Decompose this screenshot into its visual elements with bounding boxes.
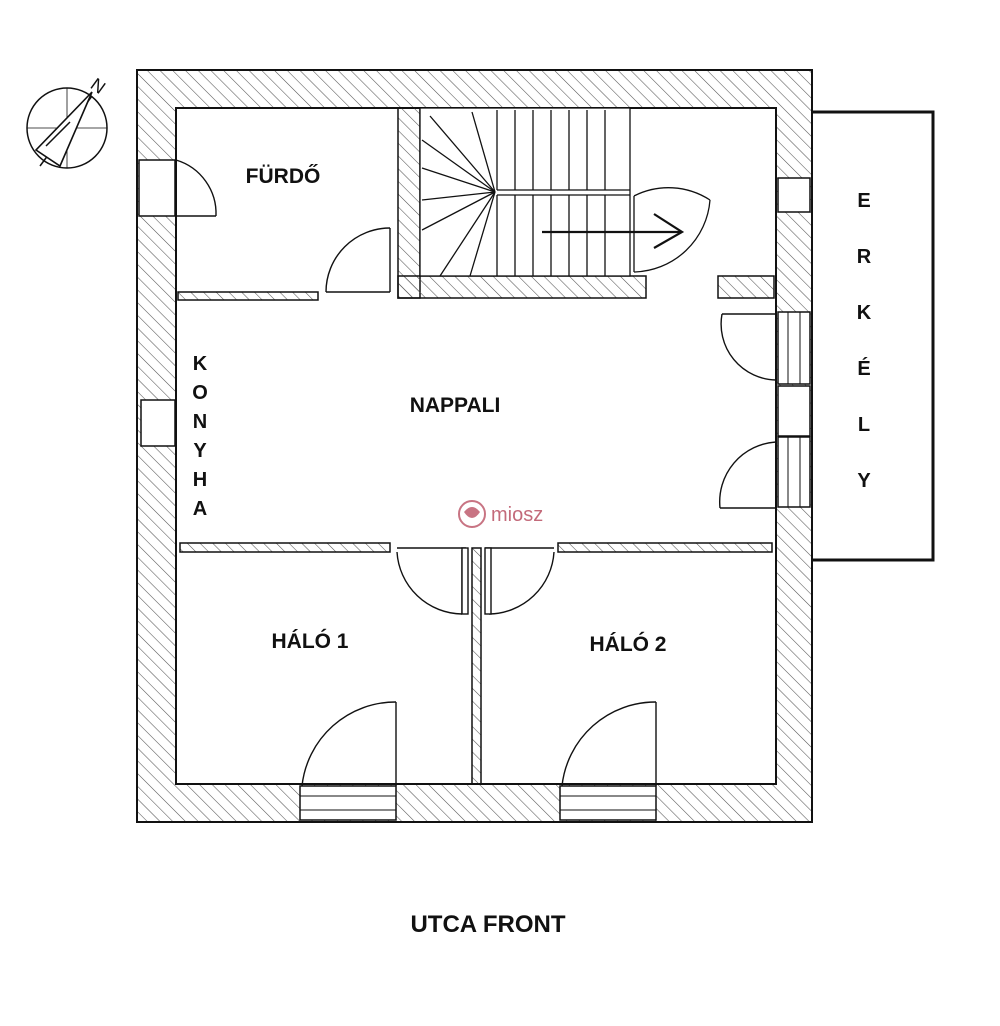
staircase [419, 107, 631, 277]
window-lines [300, 312, 801, 811]
stair-direction-arrow [542, 213, 685, 249]
living-room-label: NAPPALI [410, 394, 501, 417]
kitchen-letter: N [193, 411, 207, 433]
balcony-letter: K [857, 302, 872, 324]
street-front-label: UTCA FRONT [410, 911, 565, 938]
kitchen-letter: Y [193, 440, 207, 462]
door-swings [175, 159, 777, 787]
balcony-label: E R K É L Y [857, 190, 872, 492]
watermark-logo-icon [458, 500, 486, 528]
balcony-letter: E [857, 190, 870, 212]
wall-openings [138, 159, 811, 821]
kitchen-letter: K [193, 353, 208, 375]
bedroom-1-label: HÁLÓ 1 [271, 629, 348, 653]
watermark-text: miosz [491, 504, 543, 526]
balcony-letter: R [857, 246, 872, 268]
compass-icon [26, 87, 108, 169]
bathroom-label: FÜRDŐ [246, 165, 321, 188]
stair-landing-door [633, 187, 711, 273]
kitchen-letter: A [193, 498, 207, 520]
balcony-letter: Y [857, 470, 871, 492]
kitchen-letter: H [193, 469, 207, 491]
kitchen-letter: O [192, 382, 208, 404]
balcony-letter: É [857, 357, 870, 380]
balcony-letter: L [858, 414, 870, 436]
bedroom-2-label: HÁLÓ 2 [589, 632, 666, 656]
balcony-outline [812, 110, 935, 562]
kitchen-label: K O N Y H A [192, 353, 208, 520]
